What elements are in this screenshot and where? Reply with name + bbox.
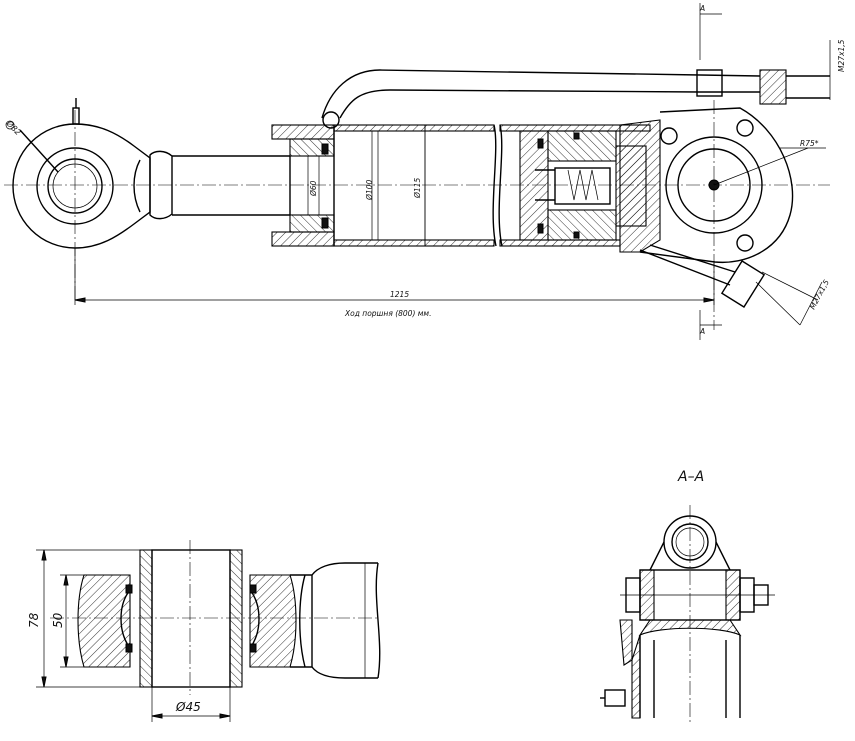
overall-length-label: 1215	[390, 290, 409, 299]
bushing-height-inner-label: 50	[51, 612, 65, 628]
side-fitting	[639, 244, 823, 326]
gland	[271, 111, 340, 247]
eye-diameter-label: Ø82	[4, 118, 23, 137]
outer-diameter-label: Ø115	[413, 178, 422, 199]
rod-diameter-label: Ø60	[309, 180, 318, 197]
radius-label: R75*	[800, 139, 819, 148]
overall-length-dimension	[74, 248, 715, 305]
section-a-a-view: А–А	[600, 469, 775, 725]
hydraulic-pipe	[321, 3, 831, 340]
thread-top-label: M27x1,5	[837, 39, 846, 72]
piston-rod	[172, 155, 290, 216]
section-title: А–А	[677, 469, 704, 485]
bore-diameter-label: Ø100	[365, 180, 374, 201]
bushing-height-outer-label: 78	[27, 612, 41, 628]
section-mark-top: A	[699, 4, 705, 13]
bushing-detail-view: 78 50 Ø45	[27, 540, 381, 722]
rod-eye	[5, 98, 173, 300]
stroke-note: Ход поршня (800) мм.	[344, 309, 431, 318]
main-view: Ø82 Ø60 Ø100 Ø115 R75* M27x1,5 M27x1,5 1…	[4, 3, 846, 340]
bushing-diameter-label: Ø45	[175, 700, 201, 714]
thread-side-label: M27x1,5	[808, 278, 831, 311]
diameter-dimensions	[318, 125, 426, 246]
section-mark-bottom: A	[699, 327, 705, 336]
bottom-eye	[619, 100, 826, 330]
